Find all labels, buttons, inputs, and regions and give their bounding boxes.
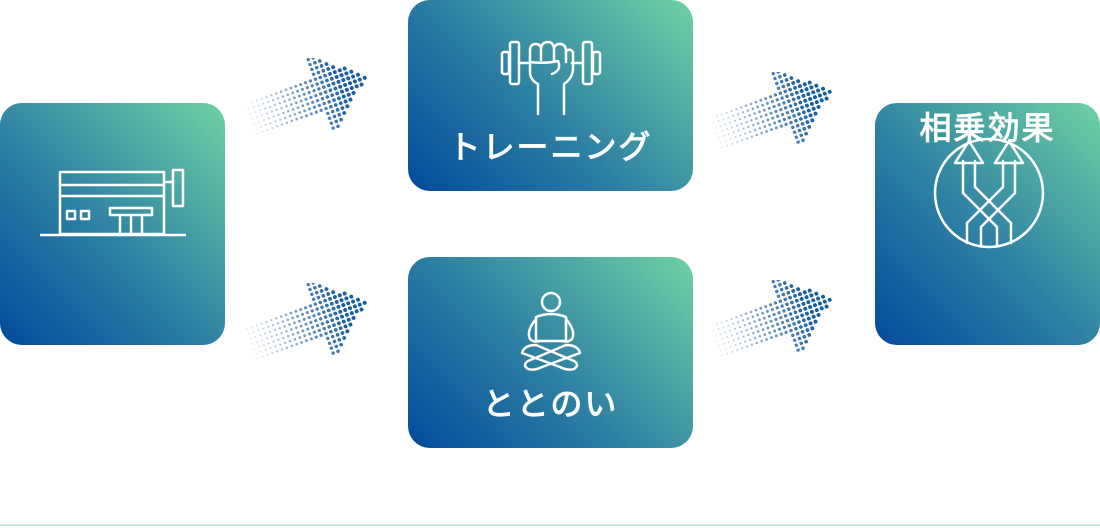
arrow-dots bbox=[711, 280, 832, 357]
bottom-divider bbox=[0, 524, 1100, 526]
building-icon bbox=[40, 168, 186, 237]
node-facility-label: 当施設 bbox=[61, 375, 164, 413]
node-training-label: トレーニング bbox=[448, 128, 653, 166]
node-totonoi-label: ととのい bbox=[482, 385, 619, 423]
node-synergy: 相乗効果 bbox=[875, 103, 1100, 345]
dumbbell-fist-icon bbox=[500, 40, 602, 116]
meditation-icon bbox=[520, 291, 582, 371]
arrow-facility-to-training bbox=[246, 58, 367, 135]
arrow-totonoi-to-synergy bbox=[711, 280, 832, 357]
arrow-training-to-synergy bbox=[711, 72, 832, 149]
arrow-dots bbox=[711, 72, 832, 149]
node-facility: 当施設 bbox=[0, 103, 225, 413]
node-totonoi: ととのい bbox=[408, 257, 693, 448]
arrow-dots bbox=[246, 58, 367, 135]
arrow-dots bbox=[246, 283, 367, 360]
node-training: トレーニング bbox=[408, 0, 693, 191]
crossing-arrows-icon bbox=[933, 137, 1045, 249]
node-synergy-label: 相乗効果 bbox=[919, 109, 1056, 147]
arrow-facility-to-totonoi bbox=[246, 283, 367, 360]
